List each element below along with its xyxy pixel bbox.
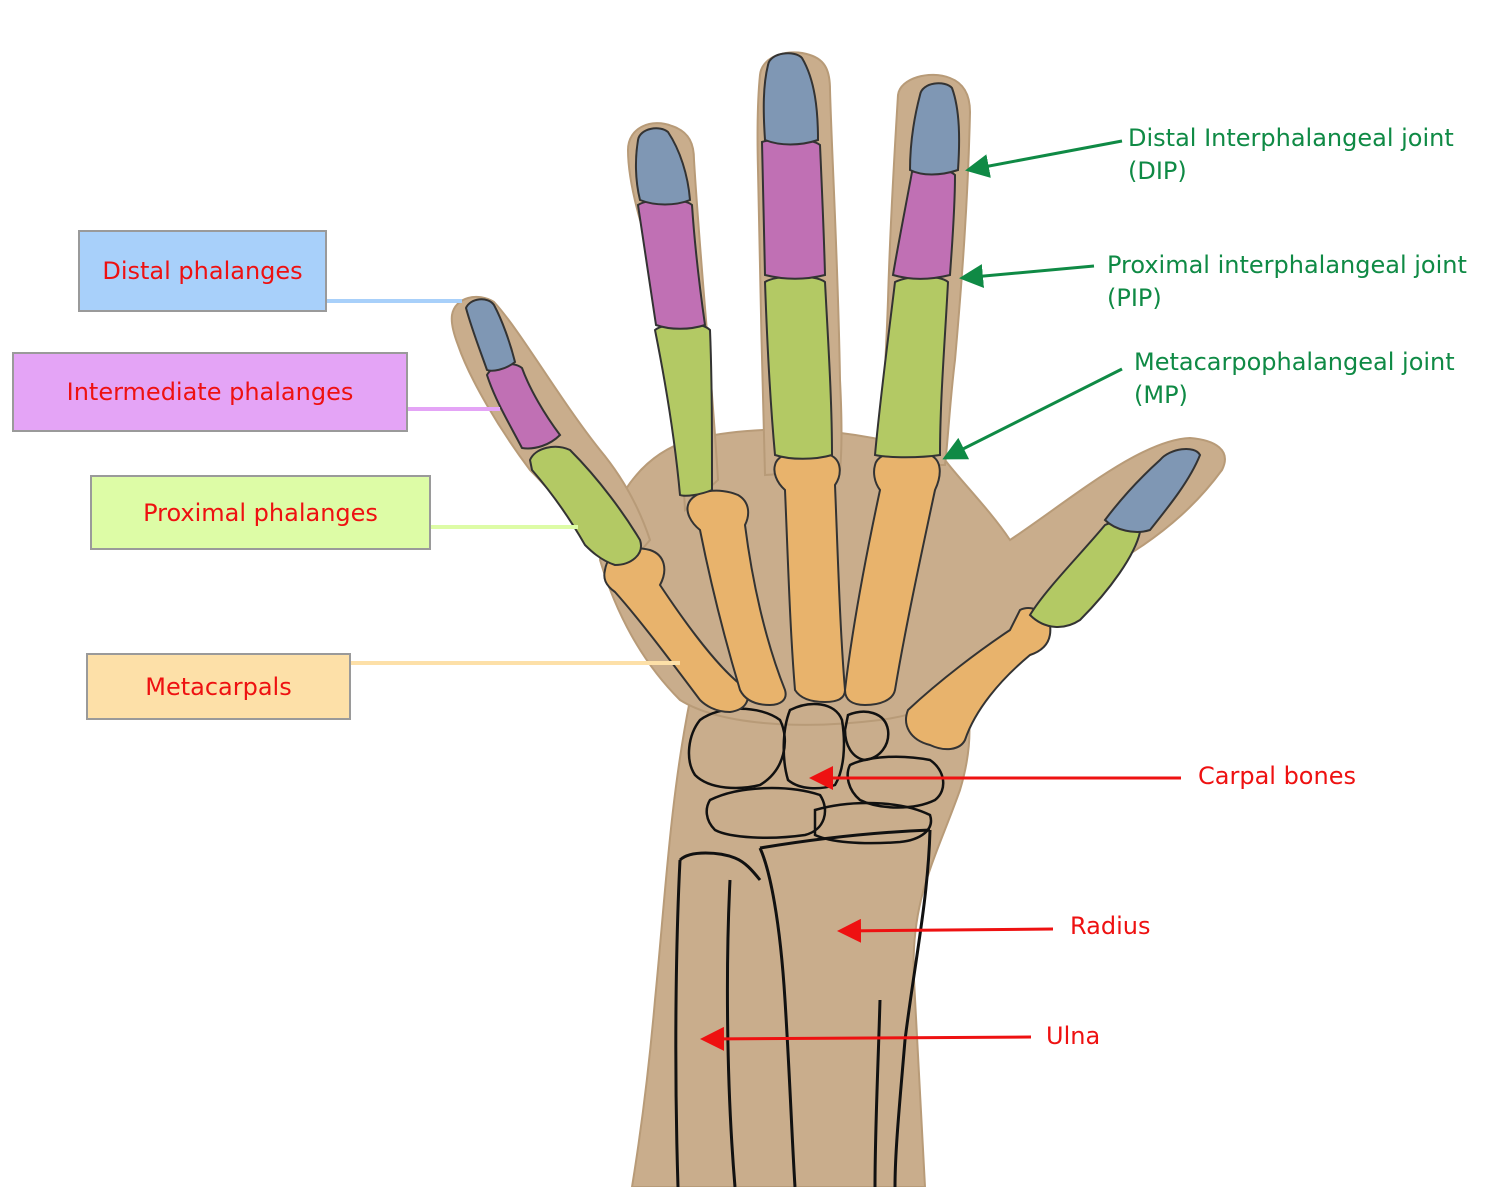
mp-label: Metacarpophalangeal joint (MP) xyxy=(1134,346,1455,412)
distal-phalanges-text: Distal phalanges xyxy=(102,257,303,285)
metacarpal-bone xyxy=(773,450,847,704)
intermediate-phalanges-text: Intermediate phalanges xyxy=(66,378,354,406)
carpal-bones xyxy=(687,702,945,845)
metacarpals-label: Metacarpals xyxy=(86,653,351,720)
distal-phalanx xyxy=(1103,448,1202,533)
proximal-phalanx xyxy=(528,445,642,567)
distal-phalanx-bones xyxy=(464,52,1202,533)
dip-arrow xyxy=(965,139,1123,178)
dip-label: Distal Interphalangeal joint (DIP) xyxy=(1128,122,1454,188)
radius-label: Radius xyxy=(1070,912,1151,940)
distal-phalanx xyxy=(908,82,961,176)
carpal-bone xyxy=(687,707,787,790)
proximal-phalanx-bones xyxy=(528,275,1142,628)
proximal-phalanges-label: Proximal phalanges xyxy=(90,475,431,550)
proximal-phalanx xyxy=(653,322,714,497)
proximal-phalanx xyxy=(763,275,834,460)
pip-label: Proximal interphalangeal joint (PIP) xyxy=(1107,249,1467,315)
forearm-bones xyxy=(674,828,932,1187)
radius-outline xyxy=(758,828,932,1187)
carpal-bone xyxy=(813,801,933,845)
metacarpal-bone xyxy=(686,489,787,707)
label-connectors xyxy=(327,299,680,665)
metacarpal-bones xyxy=(603,450,1052,751)
pip-label-name: Proximal interphalangeal joint xyxy=(1107,251,1467,279)
intermediate-phalanx xyxy=(760,138,827,280)
carpal-bone xyxy=(843,710,890,762)
metacarpals-text: Metacarpals xyxy=(145,672,292,701)
pip-label-abbr: (PIP) xyxy=(1107,284,1162,312)
ulna-outline xyxy=(674,851,762,1187)
metacarpal-bone xyxy=(843,450,941,707)
mp-label-abbr: (MP) xyxy=(1134,381,1188,409)
proximal-phalanx xyxy=(873,275,950,459)
carpal-bone xyxy=(846,755,945,809)
ulna-label: Ulna xyxy=(1046,1022,1101,1050)
joint-arrows xyxy=(942,139,1123,460)
distal-phalanx xyxy=(762,52,820,146)
metacarpal-bone xyxy=(603,547,749,714)
dip-label-abbr: (DIP) xyxy=(1128,157,1187,185)
intermediate-phalanx-bones xyxy=(485,138,957,450)
carpal-bone xyxy=(782,702,846,790)
radius-arrow xyxy=(837,918,1054,943)
mp-arrow xyxy=(942,367,1123,460)
mp-label-name: Metacarpophalangeal joint xyxy=(1134,348,1455,376)
proximal-phalanges-text: Proximal phalanges xyxy=(143,498,378,527)
intermediate-phalanx xyxy=(636,198,707,330)
carpal-bone xyxy=(705,786,827,839)
dip-label-name: Distal Interphalangeal joint xyxy=(1128,124,1454,152)
intermediate-phalanges-label: Intermediate phalanges xyxy=(12,352,408,432)
distal-phalanx xyxy=(634,127,692,206)
distal-phalanx xyxy=(464,298,517,372)
ulna-arrow xyxy=(700,1026,1032,1051)
carpal-bones-label: Carpal bones xyxy=(1198,762,1356,790)
pip-arrow xyxy=(959,264,1095,289)
distal-phalanges-label: Distal phalanges xyxy=(78,230,327,312)
forearm-skin xyxy=(630,688,971,1187)
bone-arrows xyxy=(700,766,1181,1051)
intermediate-phalanx xyxy=(485,363,562,450)
